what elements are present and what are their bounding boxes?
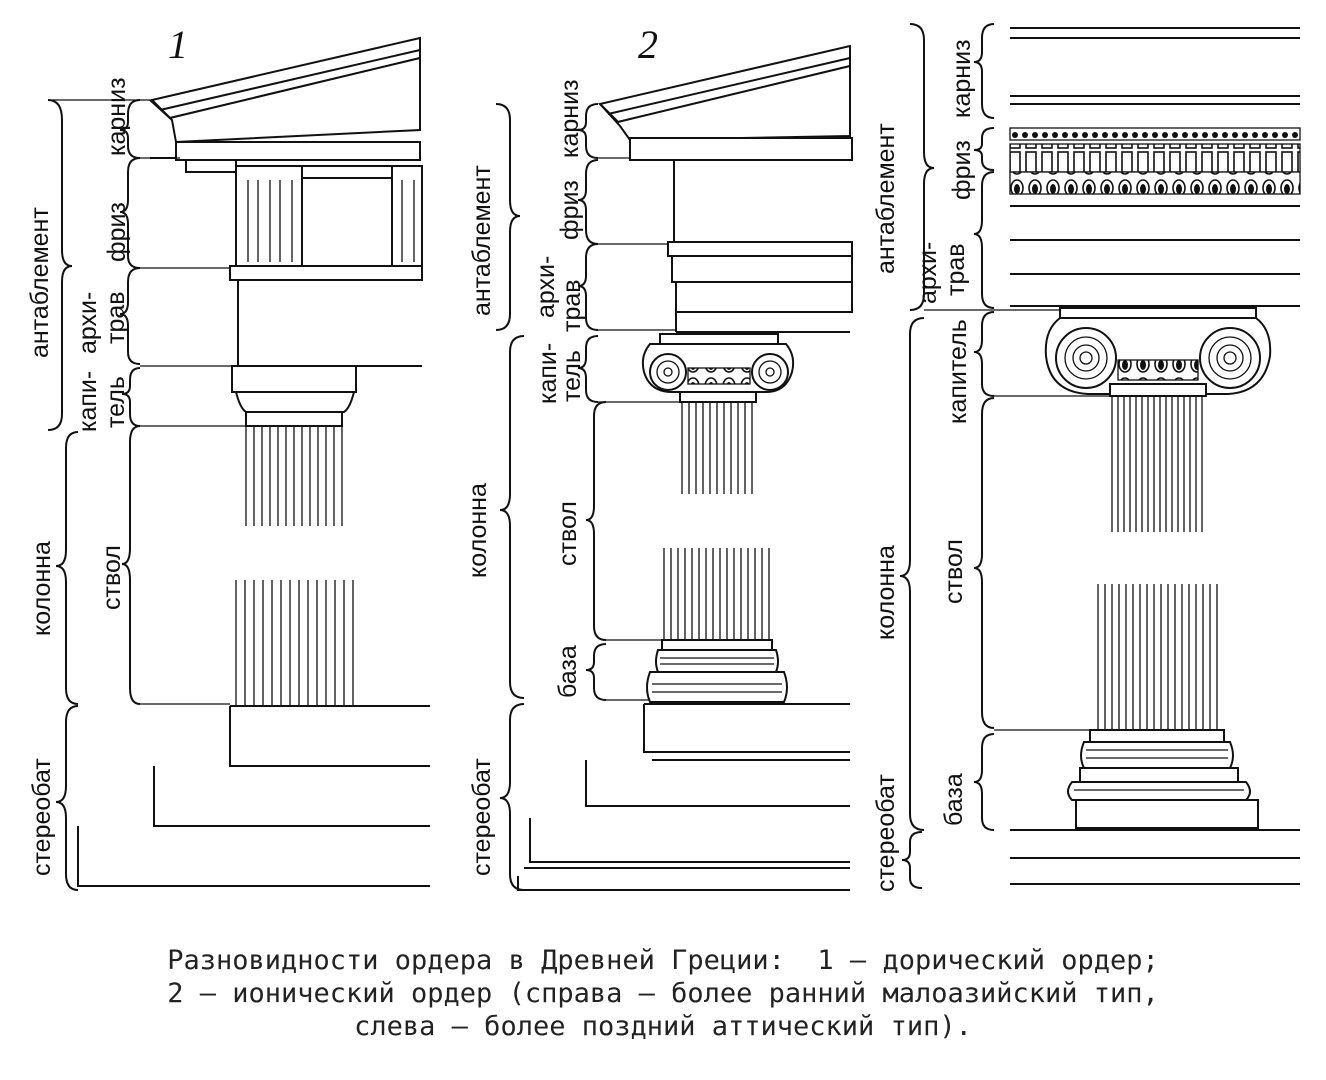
attic-ionic-order: 2 xyxy=(464,22,853,891)
attic-pediment xyxy=(598,44,853,161)
doric-frieze xyxy=(185,159,423,267)
attic-label-shaft: ствол xyxy=(554,501,582,566)
doric-order: 1 xyxy=(26,22,430,891)
attic-stereobate xyxy=(517,703,850,891)
attic-label-architrave-2: трав xyxy=(558,279,586,332)
doric-shaft xyxy=(235,426,354,706)
doric-label-entablature: антаблемент xyxy=(26,207,54,358)
doric-label-architrave-1: архи- xyxy=(74,292,102,354)
attic-shaft xyxy=(663,402,770,640)
attic-label-cornice: карниз xyxy=(556,79,584,158)
attic-base xyxy=(646,639,788,703)
asia-label-column: колонна xyxy=(872,545,900,640)
doric-label-capital-2: тель xyxy=(102,376,130,428)
attic-frieze xyxy=(673,160,850,243)
asia-label-architrave-2: трав xyxy=(942,243,970,296)
caption-line-1: Разновидности ордера в Древней Греции: 1… xyxy=(167,945,1159,976)
asia-label-cornice: карниз xyxy=(948,39,976,118)
attic-label-entablature: антаблемент xyxy=(468,165,496,316)
asia-label-capital: капитель xyxy=(944,319,972,424)
doric-label-column: колонна xyxy=(28,541,56,636)
attic-brackets xyxy=(495,103,680,891)
doric-brackets xyxy=(47,99,246,891)
asia-cornice xyxy=(1010,27,1300,105)
attic-label-column: колонна xyxy=(464,483,492,578)
order-number-1: 1 xyxy=(168,22,188,67)
asia-shaft xyxy=(1097,396,1218,730)
attic-label-capital-1: капи- xyxy=(534,343,562,404)
doric-label-cornice: карниз xyxy=(103,77,131,156)
asia-label-frieze: фриз xyxy=(948,140,976,200)
order-number-2: 2 xyxy=(638,22,658,67)
attic-label-architrave-1: архи- xyxy=(532,256,560,318)
figure-caption: Разновидности ордера в Древней Греции: 1… xyxy=(0,944,1326,1043)
attic-label-capital-2: тель xyxy=(558,350,586,402)
asia-label-architrave-1: архи- xyxy=(914,242,942,304)
attic-architrave xyxy=(667,241,853,333)
doric-label-capital-1: капи- xyxy=(74,371,102,432)
asia-frieze xyxy=(1009,127,1301,195)
asia-capital xyxy=(1044,307,1272,397)
doric-capital xyxy=(231,365,357,427)
attic-label-stereobate: стереобат xyxy=(468,758,496,876)
doric-label-architrave-2: трав xyxy=(102,291,130,344)
doric-label-frieze: фриз xyxy=(103,202,131,262)
doric-stereobate xyxy=(77,705,430,887)
asia-label-stereobate: стереобат xyxy=(872,774,900,892)
caption-line-2: 2 – ионический ордер (справа – более ран… xyxy=(167,978,1159,1009)
doric-label-shaft: ствол xyxy=(98,545,126,610)
caption-line-3: слева – более поздний аттический тип). xyxy=(354,1011,972,1042)
doric-architrave xyxy=(229,265,423,367)
asia-minor-ionic-order: антаблемент карниз фриз архи- трав капит… xyxy=(872,23,1301,892)
asia-label-base: база xyxy=(940,773,968,826)
asia-label-entablature: антаблемент xyxy=(872,123,900,274)
greek-orders-diagram: 1 xyxy=(26,22,1301,892)
doric-label-stereobate: стереобат xyxy=(28,758,56,876)
attic-label-frieze: фриз xyxy=(556,180,584,240)
asia-brackets xyxy=(899,23,1110,889)
asia-architrave xyxy=(1010,205,1300,307)
attic-capital xyxy=(641,333,795,403)
asia-label-shaft: ствол xyxy=(940,539,968,604)
asia-base xyxy=(1067,729,1259,829)
attic-label-base: база xyxy=(554,645,582,698)
doric-pediment xyxy=(149,36,421,161)
asia-stereobate xyxy=(1010,829,1300,885)
